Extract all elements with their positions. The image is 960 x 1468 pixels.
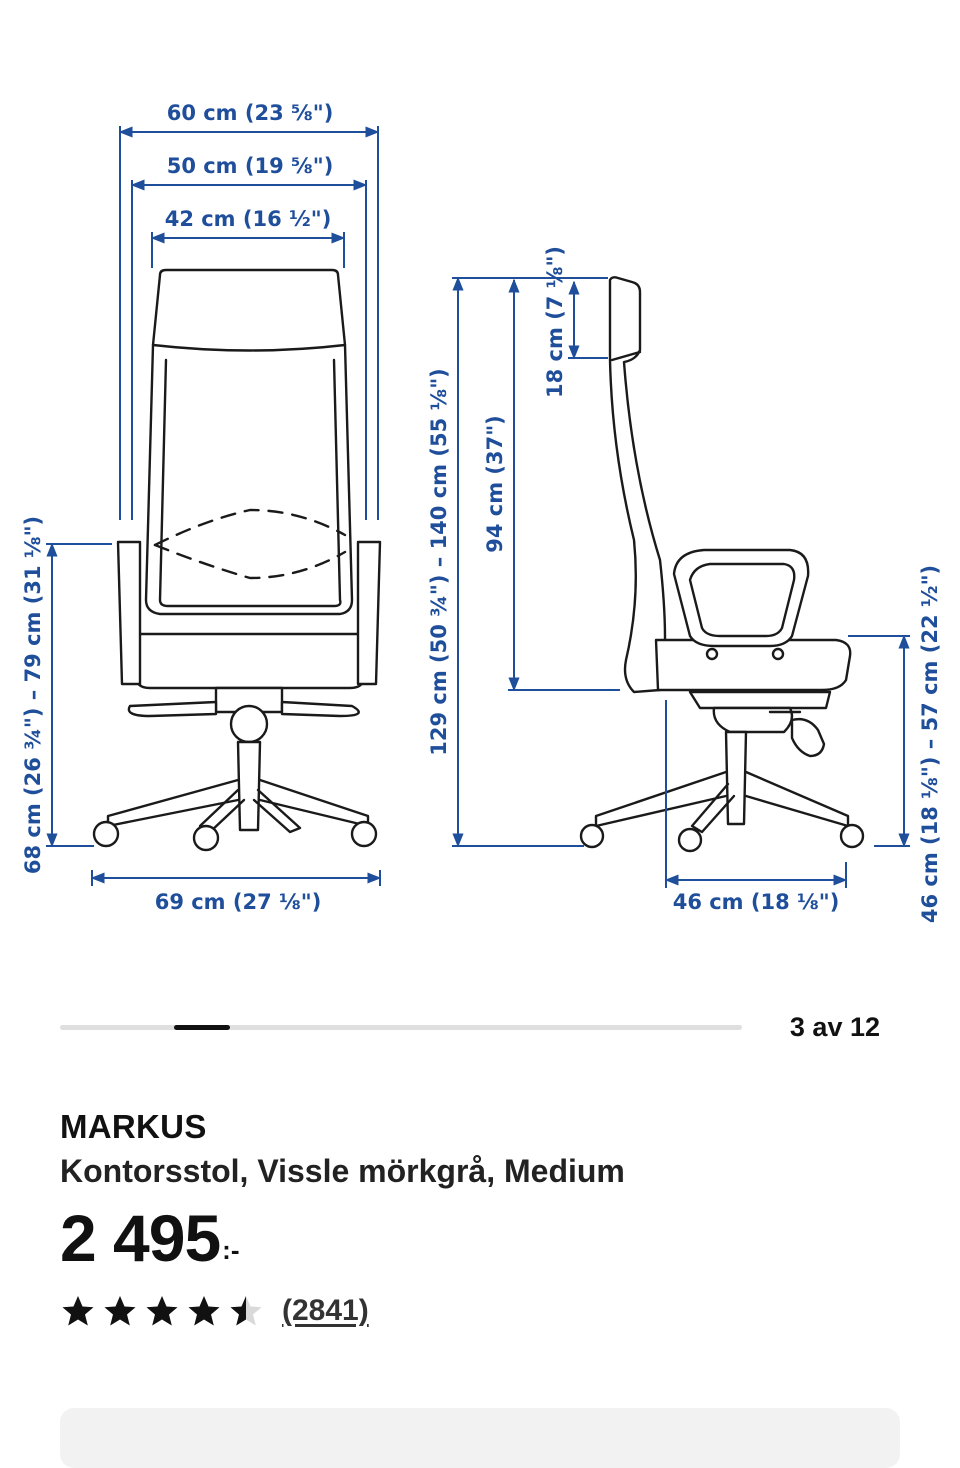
star-full-icon xyxy=(104,1296,136,1326)
seat-depth-label: 46 cm (18 ⅛") xyxy=(673,890,840,914)
headrest-height-label: 18 cm (7 ⅛") xyxy=(543,246,567,398)
pager-track[interactable] xyxy=(60,1025,742,1030)
pager-count: 3 av 12 xyxy=(789,1012,880,1042)
star-full-icon xyxy=(188,1296,220,1326)
image-carousel-pager[interactable]: 3 av 12 xyxy=(60,1010,900,1044)
product-brand: MARKUS xyxy=(60,1108,207,1145)
star-full-icon xyxy=(146,1296,178,1326)
back-height-label: 94 cm (37") xyxy=(483,415,507,553)
seat-height-label: 46 cm (18 ⅛") – 57 cm (22 ½") xyxy=(918,565,942,923)
bottom-card xyxy=(60,1408,900,1468)
product-info: MARKUS Kontorsstol, Vissle mörkgrå, Medi… xyxy=(60,1105,900,1329)
price-suffix: :- xyxy=(222,1235,240,1265)
front-chair-drawing xyxy=(92,268,382,852)
side-dimensions xyxy=(452,276,910,888)
front-dimensions xyxy=(46,126,382,886)
star-half-icon xyxy=(230,1296,262,1326)
overall-width-label: 60 cm (23 ⅝") xyxy=(167,101,334,125)
product-description: Kontorsstol, Vissle mörkgrå, Medium xyxy=(60,1153,625,1189)
base-width-label: 69 cm (27 ⅛") xyxy=(155,890,322,914)
total-height-label: 129 cm (50 ¾") – 140 cm (55 ⅛") xyxy=(427,368,451,756)
product-rating[interactable]: (2841) xyxy=(60,1293,900,1329)
review-count-link[interactable]: (2841) xyxy=(282,1294,369,1327)
rating-stars xyxy=(60,1293,264,1329)
pager-thumb[interactable] xyxy=(173,1025,231,1030)
dimension-diagram: 60 cm (23 ⅝") 50 cm (19 ⅝") 42 cm (16 ½"… xyxy=(21,101,942,923)
armrest-width-label: 50 cm (19 ⅝") xyxy=(167,154,334,178)
price-integer: 2 495 xyxy=(60,1201,221,1275)
side-chair-drawing xyxy=(579,276,865,853)
product-price: 2 495 :- xyxy=(60,1205,900,1271)
star-full-icon xyxy=(62,1296,94,1326)
back-width-label: 42 cm (16 ½") xyxy=(165,207,332,231)
armrest-height-label: 68 cm (26 ¾") – 79 cm (31 ⅛") xyxy=(21,516,45,874)
